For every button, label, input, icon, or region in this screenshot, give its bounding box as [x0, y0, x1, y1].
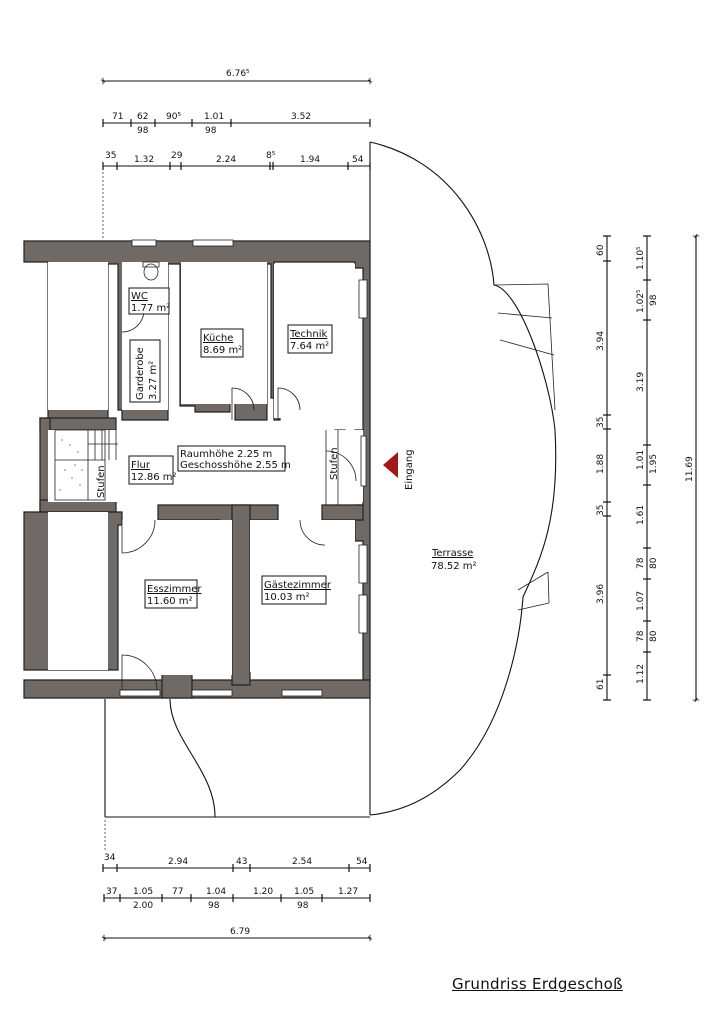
- entrance-marker: Eingang: [383, 449, 415, 490]
- room-wc-name: WC: [131, 291, 148, 302]
- room-kueche-area: 8.69 m²: [203, 345, 242, 356]
- raumhoehe-label: Raumhöhe 2.25 m: [180, 449, 272, 460]
- room-flur-area: 12.86 m²: [131, 472, 177, 483]
- dim-top-r2-4: 3.52: [291, 112, 311, 122]
- dim-right-c2-0: 1.10⁵: [636, 246, 646, 270]
- dim-bottom-r2-4: 1.20: [253, 887, 273, 897]
- dim-top-r3-2: 29: [171, 151, 183, 161]
- dim-right-c2-4: 1.61: [636, 505, 646, 525]
- stairs-right: Stufen: [325, 430, 340, 505]
- dim-top-r2-0: 71: [112, 112, 123, 122]
- dim-top-r2-3-sub: 98: [205, 126, 217, 136]
- dim-right-c2-1: 1.02⁵: [636, 289, 646, 313]
- dim-right-c2-8: 1.12: [636, 664, 646, 684]
- top-dimension-lines: 6.76⁵ 71 62 98 90⁵ 1.01 98 3.52 35 1.32 …: [100, 69, 373, 238]
- dim-bottom-r2-1-sub: 2.00: [133, 901, 153, 911]
- room-gaestezimmer-area: 10.03 m²: [264, 592, 310, 603]
- dim-right-c2-7: 78: [636, 630, 646, 642]
- terrace-outline: [369, 141, 557, 816]
- room-technik-name: Technik: [289, 329, 328, 340]
- dim-right-c1-4: 35: [596, 505, 606, 516]
- entrance-arrow-icon: [383, 452, 398, 478]
- bottom-dimension-lines: 34 2.94 43 2.54 54 37 1.05 2.00 77 1.04 …: [101, 853, 373, 942]
- dim-bottom-r2-1: 1.05: [133, 887, 153, 897]
- room-terrasse-name: Terrasse: [431, 548, 473, 559]
- room-labels: WC 1.77 m² Garderobe 3.27 m² Küche 8.69 …: [128, 287, 477, 609]
- doors: [121, 297, 357, 691]
- dim-top-r3-5: 1.94: [300, 155, 320, 165]
- dim-bottom-r1-1: 2.94: [168, 857, 188, 867]
- dim-bottom-r2-6: 1.27: [338, 887, 358, 897]
- dim-right-c2-3: 1.01: [636, 450, 646, 470]
- dim-bottom-r2-5: 1.05: [294, 887, 314, 897]
- dim-bottom-r1-4: 54: [356, 857, 368, 867]
- room-technik-area: 7.64 m²: [290, 341, 329, 352]
- dim-top-r3-4: 8⁵: [266, 151, 276, 161]
- dim-bottom-r1-3: 2.54: [292, 857, 312, 867]
- room-garderobe-name: Garderobe: [135, 347, 146, 400]
- room-flur-name: Flur: [131, 460, 151, 471]
- dim-right-c2-5: 78: [636, 557, 646, 569]
- dim-top-overall: 6.76⁵: [226, 69, 250, 79]
- garden-area: [104, 698, 370, 850]
- dim-right-c1-0: 60: [596, 244, 606, 256]
- dim-right-c2-6: 1.07: [636, 591, 646, 611]
- dim-right-c2-3-sub: 1.95: [649, 454, 659, 474]
- room-wc-area: 1.77 m²: [131, 303, 170, 314]
- room-terrasse-area: 78.52 m²: [431, 561, 477, 572]
- dim-right-c2-1-sub: 98: [649, 294, 659, 306]
- dim-top-r2-2: 90⁵: [166, 112, 181, 122]
- dim-top-r2-1: 62: [137, 112, 148, 122]
- stufen-right-label: Stufen: [329, 447, 340, 480]
- dim-top-r3-3: 2.24: [216, 155, 236, 165]
- dim-bottom-r2-5-sub: 98: [297, 901, 309, 911]
- geschosshoehe-label: Geschosshöhe 2.55 m: [180, 460, 291, 471]
- dim-top-r2-1-sub: 98: [137, 126, 149, 136]
- dim-top-r3-1: 1.32: [134, 155, 154, 165]
- dim-bottom-r2-3: 1.04: [206, 887, 226, 897]
- dim-right-c2-2: 3.19: [636, 372, 646, 392]
- dim-right-c1-5: 3.96: [596, 584, 606, 604]
- dim-bottom-r2-2: 77: [172, 887, 183, 897]
- dim-top-r3-6: 54: [352, 155, 364, 165]
- dim-bottom-r1-2: 43: [236, 857, 247, 867]
- eingang-label: Eingang: [404, 449, 415, 490]
- room-garderobe-area: 3.27 m²: [148, 361, 159, 400]
- stairs-left: Stufen: [54, 429, 118, 501]
- stufen-left-label: Stufen: [96, 465, 107, 498]
- dim-right-c2-7-sub: 80: [649, 630, 659, 642]
- dim-bottom-r2-3-sub: 98: [208, 901, 220, 911]
- room-esszimmer-name: Esszimmer: [147, 584, 202, 595]
- room-kueche-name: Küche: [203, 333, 233, 344]
- dim-bottom-overall: 6.79: [230, 927, 250, 937]
- dim-top-r2-3: 1.01: [204, 112, 224, 122]
- dim-bottom-r2-0: 37: [106, 887, 117, 897]
- dim-right-c1-2: 35: [596, 417, 606, 428]
- dim-right-c1-1: 3.94: [596, 331, 606, 351]
- room-esszimmer-area: 11.60 m²: [147, 596, 193, 607]
- dim-right-c2-5-sub: 80: [649, 557, 659, 569]
- dim-bottom-r1-0: 34: [104, 853, 116, 863]
- toilet-icon: [143, 263, 159, 281]
- dim-right-overall: 11.69: [685, 456, 695, 482]
- room-interiors: [48, 262, 363, 675]
- right-dimension-lines: 60 3.94 35 1.88 35 3.96 61 1.10⁵ 1.02⁵ 9…: [596, 233, 700, 703]
- dim-top-r3-0: 35: [105, 151, 116, 161]
- room-gaestezimmer-name: Gästezimmer: [264, 580, 332, 591]
- windows: [119, 239, 368, 697]
- dim-right-c1-3: 1.88: [596, 454, 606, 474]
- dim-right-c1-6: 61: [596, 679, 606, 690]
- page-title: Grundriss Erdgeschoß: [452, 975, 623, 993]
